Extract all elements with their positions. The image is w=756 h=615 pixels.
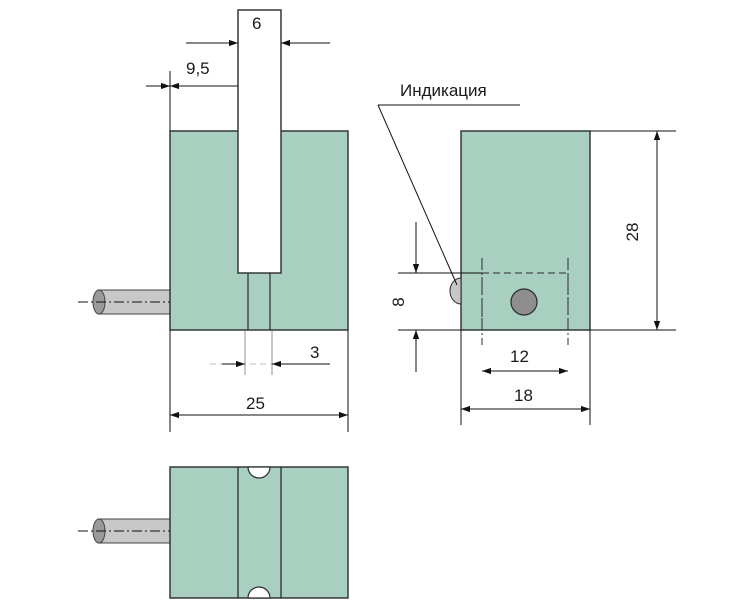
front-cable (78, 289, 172, 315)
side-view: Индикация 28 8 12 (377, 81, 676, 425)
dim-hole-spacing-label: 12 (510, 347, 529, 366)
dim-groove-width-label: 3 (310, 343, 319, 362)
dim-body-width: 25 (169, 330, 349, 432)
dim-height-label: 28 (623, 223, 642, 242)
top-notch-upper (247, 466, 271, 479)
dim-side-width: 18 (460, 330, 591, 425)
indicator-led-icon (449, 277, 462, 305)
front-slot (237, 9, 282, 274)
dim-side-width-label: 18 (514, 386, 533, 405)
top-cable (78, 518, 172, 544)
dim-indicator-height-label: 8 (389, 297, 408, 306)
front-view: 6 9,5 3 25 (78, 9, 349, 432)
dim-hole-spacing: 12 (482, 347, 568, 375)
top-body (169, 466, 349, 599)
dim-height: 28 (590, 130, 676, 331)
dim-body-width-label: 25 (246, 394, 265, 413)
dim-slot-width: 6 (186, 14, 330, 47)
indication-callout: Индикация (377, 81, 520, 286)
dim-slot-offset: 9,5 (146, 59, 238, 131)
mounting-hole (510, 288, 538, 316)
dim-slot-offset-label: 9,5 (186, 59, 210, 78)
top-notch-lower (247, 586, 271, 599)
dim-slot-width-label: 6 (252, 14, 261, 33)
dim-indicator-height: 8 (389, 222, 482, 372)
top-view (78, 466, 349, 599)
indication-label: Индикация (400, 81, 487, 100)
dim-groove-width: 3 (222, 343, 330, 368)
